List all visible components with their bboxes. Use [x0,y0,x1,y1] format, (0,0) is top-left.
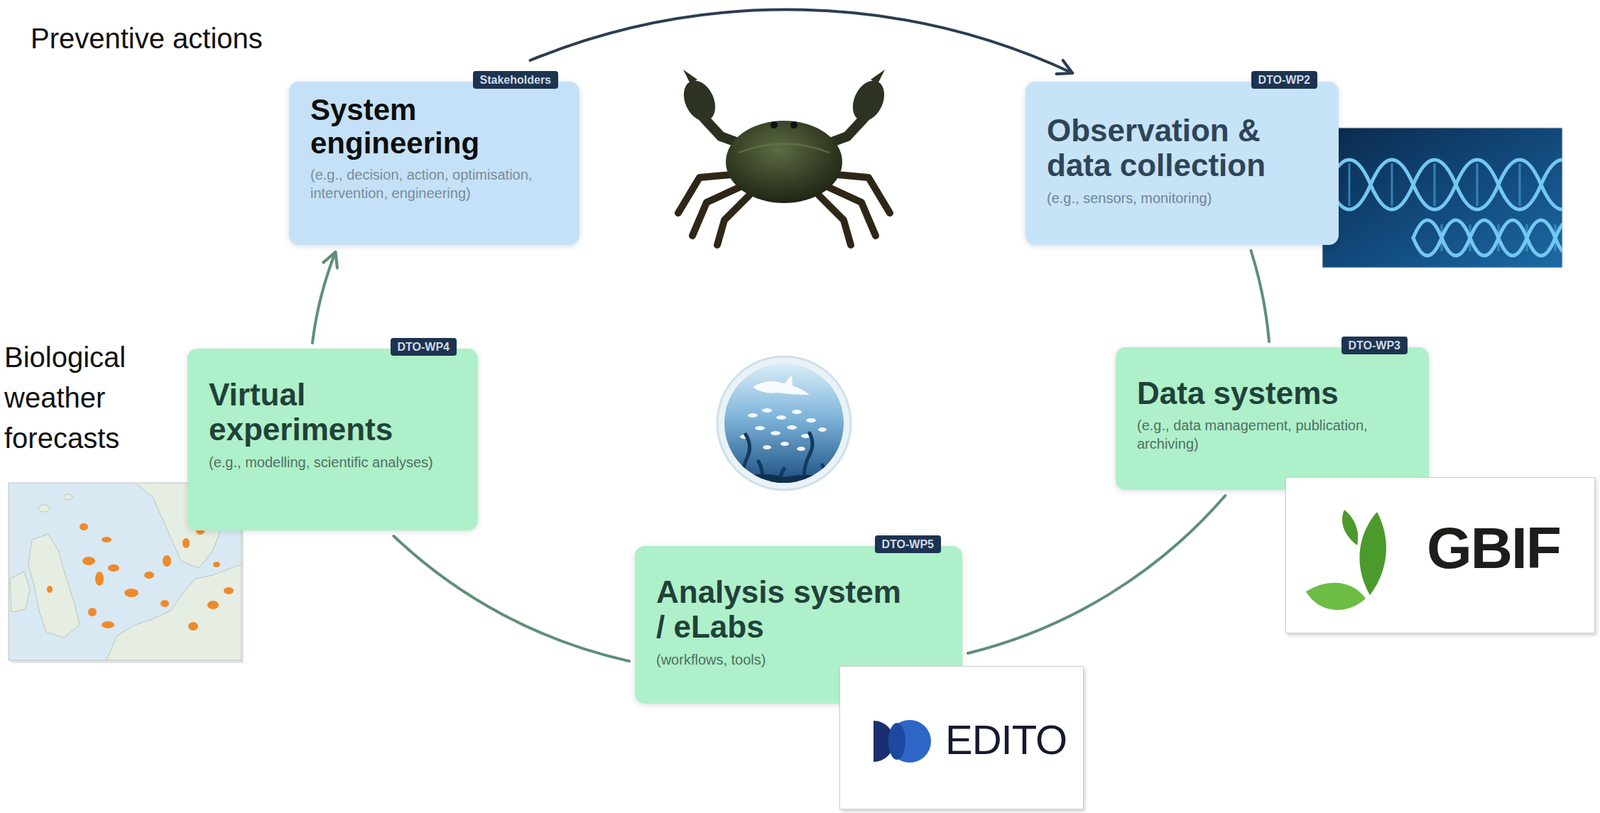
box-title: Observation & data collection [1046,112,1322,184]
cycle-arrow [967,495,1226,654]
crab-shell-ridge [738,144,830,154]
emblem-seabed [717,474,853,498]
map-patches [46,523,234,631]
crab-claw [677,75,722,126]
emblem-sea [724,363,844,483]
box-title: Data systems [1136,375,1412,411]
tag-label: DTO-WP5 [874,535,941,554]
cycle-arrow [393,536,630,662]
box-title: Virtual experiments [208,377,461,448]
tag-label: DTO-WP3 [1341,336,1408,355]
emblem-ring [717,356,851,491]
crab-body [725,120,843,204]
dna-strands [1328,159,1563,256]
crab-claw [846,75,891,126]
ocean-emblem [717,356,853,498]
crab-eye [770,121,778,129]
cycle-arrow [1251,250,1270,342]
box-description: (e.g., sensors, monitoring) [1046,188,1322,208]
side-label: Preventive actions [30,21,263,56]
leaf [1342,509,1358,546]
emblem-content [717,374,853,498]
dna-background [1322,127,1563,268]
box-description: (e.g., decision, action, optimisation, i… [310,165,563,203]
crab-illustration [677,69,891,246]
tag-label: Stakeholders [472,71,559,89]
process-box: DTO-WP4Virtual experiments(e.g., modelli… [187,348,478,531]
dna-helix [1328,159,1563,256]
side-label: Biological weather forecasts [4,337,150,459]
process-box: StakeholdersSystem engineering(e.g., dec… [289,81,580,246]
mark-shape [888,720,932,763]
mark-shape [888,722,906,760]
cycle-arrow [312,252,336,344]
cycle-arrow [530,9,1074,74]
leaf [1359,512,1386,596]
logo-text: GBIF [1426,519,1561,578]
process-box: DTO-WP2Observation & data collection(e.g… [1025,81,1339,246]
box-description: (e.g., data management, publication, arc… [1136,416,1412,454]
crab-pincer [683,69,698,84]
tag-label: DTO-WP4 [390,338,457,356]
crab-eye [790,121,798,129]
box-description: (e.g., modelling, scientific analyses) [208,453,461,472]
process-box: DTO-WP3Data systems(e.g., data managemen… [1115,347,1429,491]
box-title: Analysis system / eLabs [656,574,912,645]
box-title: System engineering [310,93,563,160]
edito-logo-box: EDITO [839,666,1084,810]
gbif-logo-box: GBIF [1285,477,1596,634]
dna-frame [1322,127,1563,268]
crab-pincer [870,69,885,84]
emblem-shark [752,374,810,395]
dna-picture [1322,127,1584,268]
leaf [1305,583,1366,611]
logo-text: EDITO [945,719,1067,761]
tag-label: DTO-WP2 [1251,71,1318,89]
